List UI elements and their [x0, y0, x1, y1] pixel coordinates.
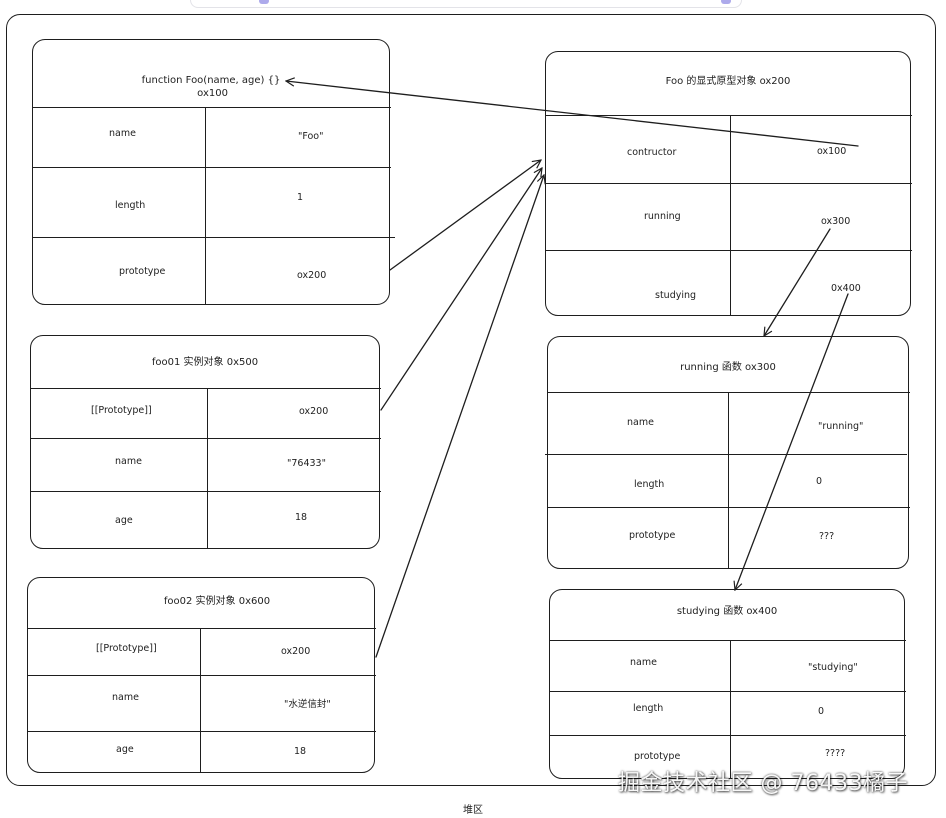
foo-length-key: length	[115, 200, 146, 211]
column-divider	[205, 107, 206, 305]
heap-region-frame[interactable]	[6, 14, 936, 786]
row-divider	[550, 735, 906, 736]
row-divider	[550, 640, 906, 641]
row-divider	[546, 183, 912, 184]
foo-name-value: "Foo"	[298, 131, 324, 142]
arrow-studying-to-studying-fn	[735, 293, 849, 590]
proto-constructor-value: ox100	[817, 146, 847, 157]
arrow-foo01-proto-to-proto	[380, 168, 542, 411]
foo-prototype-value: ox200	[297, 270, 327, 281]
foo-prototype-key: prototype	[119, 266, 166, 277]
toolbar-tool-icon	[721, 0, 731, 4]
running-function-card[interactable]: running 函数 ox300 name "running" length 0…	[545, 336, 910, 569]
row-divider	[545, 454, 907, 455]
foo02-name-value: "水逆信封"	[284, 699, 331, 710]
foo02-age-key: age	[116, 744, 134, 755]
row-divider	[31, 438, 381, 439]
proto-running-value: ox300	[821, 216, 851, 227]
column-divider	[730, 115, 731, 315]
row-divider	[548, 507, 910, 508]
foo02-instance-card[interactable]: foo02 实例对象 0x600 [[Prototype]] ox200 nam…	[27, 577, 376, 773]
foo-prototype-title: Foo 的显式原型对象 ox200	[665, 76, 791, 87]
studying-function-title: studying 函数 ox400	[676, 606, 778, 617]
studying-length-key: length	[633, 703, 664, 714]
foo02-title: foo02 实例对象 0x600	[163, 596, 271, 607]
foo-function-object-card[interactable]: function Foo(name, age) {} ox100 name "F…	[32, 39, 395, 305]
row-divider	[31, 388, 381, 389]
column-divider	[207, 388, 208, 548]
running-prototype-value: ???	[819, 531, 835, 542]
row-divider	[28, 628, 376, 629]
proto-studying-key: studying	[655, 290, 697, 301]
foo01-prototype-value: ox200	[299, 406, 329, 417]
row-divider	[33, 237, 395, 238]
row-divider	[550, 691, 906, 692]
running-name-value: "running"	[818, 421, 864, 432]
foo01-name-value: "76433"	[287, 458, 326, 469]
running-length-value: 0	[816, 476, 823, 487]
foo-prototype-object-card[interactable]: Foo 的显式原型对象 ox200 contructor ox100 runni…	[545, 51, 912, 316]
foo-function-title: function Foo(name, age) {} ox100	[141, 75, 281, 99]
row-divider	[546, 250, 912, 251]
foo02-name-key: name	[112, 692, 139, 703]
proto-constructor-key: contructor	[627, 147, 677, 158]
foo02-prototype-key: [[Prototype]]	[96, 643, 157, 654]
studying-length-value: 0	[818, 706, 825, 717]
foo01-age-value: 18	[295, 512, 308, 523]
running-function-title: running 函数 ox300	[680, 362, 776, 373]
foo01-name-key: name	[115, 456, 142, 467]
proto-studying-value: 0x400	[831, 283, 861, 294]
foo02-prototype-value: ox200	[281, 646, 311, 657]
row-divider	[28, 731, 376, 732]
column-divider	[200, 628, 201, 773]
studying-function-card[interactable]: studying 函数 ox400 name "studying" length…	[549, 589, 906, 779]
row-divider	[33, 107, 391, 108]
studying-prototype-key: prototype	[634, 751, 681, 762]
foo-name-key: name	[109, 128, 136, 139]
running-prototype-key: prototype	[629, 530, 676, 541]
heap-caption: 堆区	[463, 805, 483, 816]
column-divider	[730, 640, 731, 778]
running-name-key: name	[627, 417, 654, 428]
foo01-instance-card[interactable]: foo01 实例对象 0x500 [[Prototype]] ox200 nam…	[30, 335, 381, 549]
studying-name-value: "studying"	[808, 662, 858, 673]
foo01-title: foo01 实例对象 0x500	[151, 357, 259, 368]
studying-prototype-value: ????	[825, 748, 846, 759]
arrow-foo02-proto-to-proto	[375, 175, 544, 658]
toolbar-tool-icon	[259, 0, 269, 4]
arrow-constructor-to-foo	[286, 81, 859, 147]
foo02-age-value: 18	[294, 746, 307, 757]
arrow-foo-prototype-to-proto	[389, 160, 541, 271]
proto-running-key: running	[644, 211, 681, 222]
foo-length-value: 1	[297, 192, 304, 203]
row-divider	[28, 675, 376, 676]
running-length-key: length	[634, 479, 665, 490]
column-divider	[728, 392, 729, 568]
arrow-running-to-running-fn	[764, 228, 831, 336]
row-divider	[31, 491, 381, 492]
row-divider	[33, 167, 391, 168]
foo01-age-key: age	[115, 515, 133, 526]
foo01-prototype-key: [[Prototype]]	[91, 405, 152, 416]
row-divider	[546, 115, 912, 116]
studying-name-key: name	[630, 657, 657, 668]
juejin-watermark: 掘金技术社区 @ 76433橘子	[618, 771, 908, 796]
row-divider	[548, 392, 910, 393]
